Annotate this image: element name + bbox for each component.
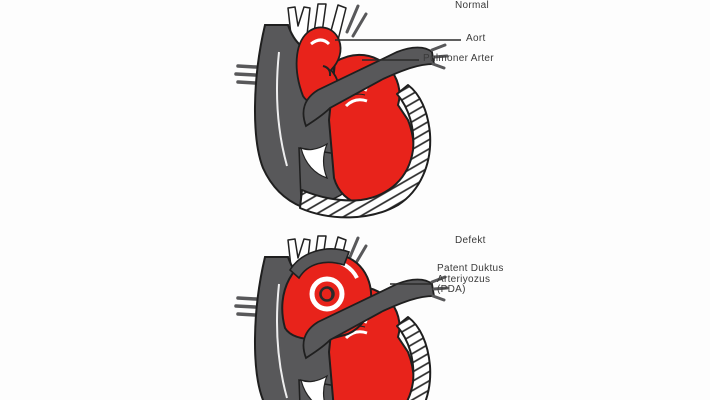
pda-heart-illustration xyxy=(234,234,449,400)
label-pda: Patent Duktus Arteriyozus (PDA) xyxy=(437,263,504,296)
normal-heart-illustration xyxy=(234,2,449,220)
panel-title-normal: Normal xyxy=(455,0,490,11)
label-pda-line1: Patent Duktus xyxy=(437,263,504,274)
label-aorta: Aort xyxy=(466,33,486,44)
pda-pulmonary-crescent xyxy=(288,248,351,280)
label-pulmonary-artery: Pulmoner Arter xyxy=(423,53,494,64)
label-pda-line3: (PDA) xyxy=(437,284,466,295)
label-pda-line2: Arteriyozus xyxy=(437,273,491,285)
panel-title-defekt: Defekt xyxy=(455,235,486,246)
